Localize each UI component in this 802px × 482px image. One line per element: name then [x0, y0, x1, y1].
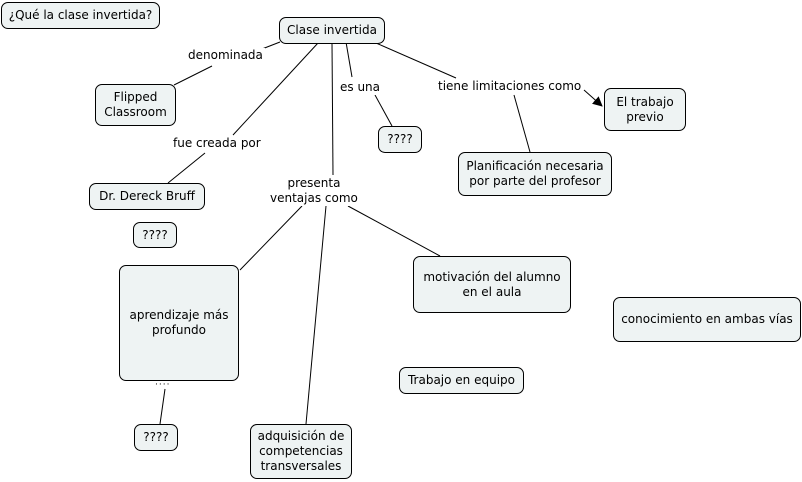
line-to-fue-creada [232, 42, 319, 136]
link-es-una: es una [338, 80, 383, 95]
node-clase-invertida[interactable]: Clase invertida [279, 17, 385, 44]
node-unknown-es-una[interactable]: ???? [378, 126, 422, 153]
node-adquisicion[interactable]: adquisición de competencias transversale… [250, 424, 352, 479]
question-box[interactable]: ¿Qué la clase invertida? [1, 2, 160, 29]
line-presenta-to-aprendizaje [239, 205, 303, 271]
node-conocimiento[interactable]: conocimiento en ambas vías [613, 297, 801, 342]
line-fue-creada-to-bruff [167, 152, 206, 184]
line-limitaciones-to-planificacion [513, 94, 531, 153]
line-denominada-top [261, 41, 281, 50]
line-limitaciones-to-trabajo [583, 89, 603, 107]
link-presenta-ventajas: presenta ventajas como [268, 176, 360, 206]
node-trabajo-previo[interactable]: El trabajo previo [604, 88, 686, 131]
link-denominada: denominada [186, 48, 265, 63]
more-indicator[interactable]: ···· [155, 380, 171, 390]
line-presenta-to-motivacion [347, 205, 441, 257]
node-unknown-1[interactable]: ???? [133, 222, 177, 248]
node-motivacion[interactable]: motivación del alumno en el aula [413, 256, 571, 313]
node-dereck-bruff[interactable]: Dr. Dereck Bruff [89, 183, 205, 210]
line-to-presenta [331, 42, 334, 176]
node-flipped-classroom[interactable]: Flipped Classroom [95, 84, 176, 126]
line-to-limitaciones [375, 42, 457, 79]
link-fue-creada-por: fue creada por [171, 136, 263, 151]
node-aprendizaje[interactable]: aprendizaje más profundo [119, 265, 239, 381]
line-presenta-to-adquisicion [305, 205, 327, 425]
line-to-es-una [345, 41, 353, 78]
line-denominada-bottom [173, 65, 213, 86]
line-aprendizaje-to-unknown [159, 388, 166, 425]
node-trabajo-equipo[interactable]: Trabajo en equipo [399, 367, 524, 394]
node-planificacion[interactable]: Planificación necesaria por parte del pr… [458, 152, 612, 196]
link-tiene-limitaciones: tiene limitaciones como [436, 79, 584, 94]
node-unknown-2[interactable]: ???? [134, 424, 178, 451]
line-es-una-to-unknown [374, 94, 393, 127]
